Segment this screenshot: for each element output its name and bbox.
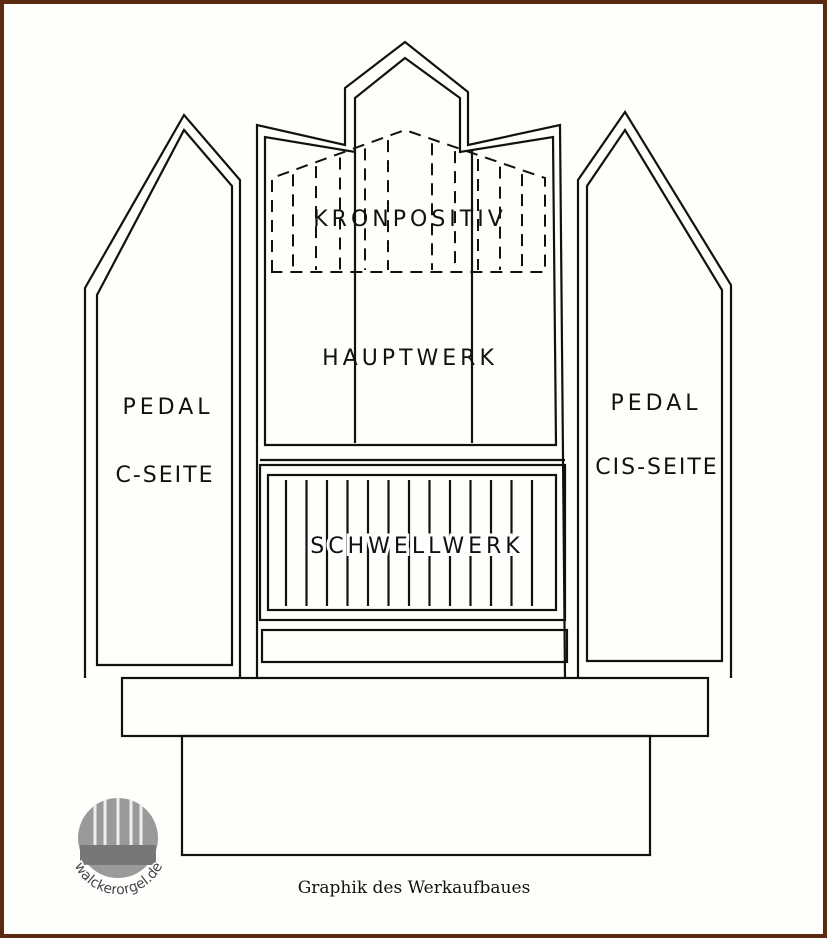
right-pedal-tower [576, 109, 733, 678]
console-box [260, 628, 569, 664]
label-pedal-right: PEDAL [610, 391, 701, 416]
label-pedal-left: PEDAL [122, 395, 213, 420]
label-kronpositiv: KRONPOSITIV [313, 207, 507, 232]
kronpositiv-section [271, 128, 546, 273]
walckerorgel-logo: walckerorgel.de [69, 798, 168, 900]
lower-base [180, 734, 652, 857]
caption: Graphik des Werkaufbaues [298, 878, 531, 898]
label-c-seite: C-SEITE [116, 463, 215, 488]
left-pedal-tower [83, 113, 242, 678]
label-schwellwerk: SCHWELLWERK [310, 534, 523, 559]
upper-base [120, 676, 710, 738]
schwellwerk-section [258, 463, 567, 622]
label-cis-seite: CIS-SEITE [595, 455, 718, 480]
label-hauptwerk: HAUPTWERK [322, 346, 498, 371]
center-case [255, 40, 567, 679]
